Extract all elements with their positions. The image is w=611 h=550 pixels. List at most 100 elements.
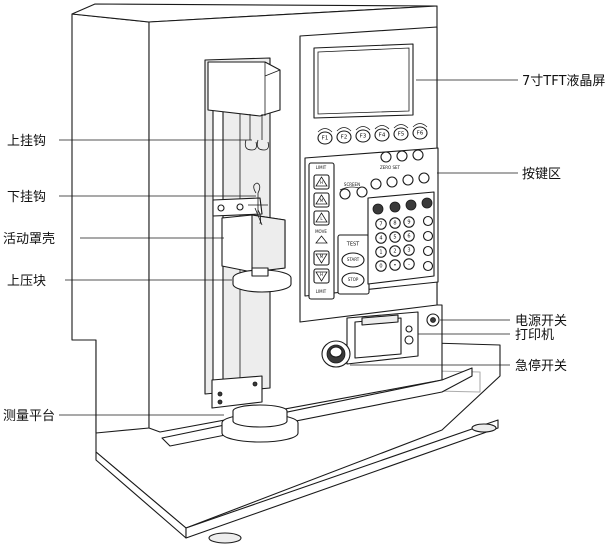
emergency-stop[interactable] [321,340,351,368]
printer [346,311,419,365]
length-key[interactable] [386,176,398,188]
auto-stop-key[interactable] [370,178,382,190]
limit-key-group: H M L M H [313,174,330,284]
upper-load-cell [207,61,281,117]
function-key-label: F4 [379,133,386,139]
function-key-label: F2 [341,135,348,141]
callout-labels: 上挂钩 下挂钩 活动罩壳 上压块 测量平台 7寸TFT液晶屏 按键区 电源开关 … [3,74,605,424]
digit-key-label: 5 [393,235,396,241]
digit-key[interactable]: 6 [403,230,415,242]
label-upper-hook: 上挂钩 [7,134,46,149]
label-emergency-stop: 急停开关 [515,358,567,374]
nav-key-2[interactable] [389,201,401,213]
limit-key-3[interactable]: L [313,210,330,226]
function-key-2[interactable]: F2 [336,127,352,144]
print-key[interactable] [412,149,424,161]
digit-key[interactable]: 1 [375,246,387,258]
digit-key[interactable]: 9 [403,216,415,228]
limit-key-2[interactable]: M [313,192,330,208]
digit-key[interactable]: 0 [375,260,387,272]
limit-key-4[interactable]: M [313,250,330,266]
function-key-label: F3 [360,134,367,140]
zero-set-label: ZERO SET [380,165,401,170]
digit-key-label: 0 [379,264,382,270]
stop-button[interactable] [341,272,365,288]
side-key-2[interactable] [422,230,434,242]
upper-hook [244,114,269,151]
function-key-label: F6 [417,131,424,137]
function-key-label: F5 [398,132,405,138]
screen-prev-key[interactable] [339,188,351,200]
nav-key-4[interactable] [421,197,433,209]
digit-key-label: - [408,262,410,268]
unit-key[interactable] [396,150,408,162]
limit-key-label: H [320,272,323,277]
start-button[interactable] [341,252,365,268]
limit-key-label: M [320,254,324,259]
label-movable-cover: 活动罩壳 [3,232,55,247]
digit-key[interactable]: 7 [375,218,387,230]
limit-key-label: L [320,216,323,221]
digit-key-label: • [394,263,397,269]
limit-bottom-label: LIMIT [316,289,327,294]
side-key-3[interactable] [422,245,434,257]
function-key-label: F1 [322,136,329,142]
digit-key[interactable]: - [403,258,415,270]
limit-key-1[interactable]: H [313,174,330,190]
limit-key-label: H [320,180,323,185]
side-key-1[interactable] [422,215,434,227]
nav-key-3[interactable] [405,199,417,211]
function-key-3[interactable]: F3 [355,126,371,143]
test-panel: TEST START STOP [337,234,370,295]
label-keypad-area: 按键区 [522,167,561,182]
movable-cover [221,207,286,273]
digit-key-label: 8 [393,221,396,227]
base-foot-right [471,423,497,433]
test-title: TEST [346,242,360,248]
digit-key-label: 6 [407,234,410,240]
function-key-row: F1 F2 F3 F4 F5 F6 [317,123,428,145]
digit-key-label: 1 [379,250,382,256]
digit-key-label: 3 [407,248,410,254]
limit-move-panel: LIMIT MOVE LIMIT H M L M H [308,162,335,300]
label-lower-hook: 下挂钩 [7,190,46,205]
digit-key[interactable]: 5 [389,231,401,243]
limit-key-5[interactable]: H [313,268,330,284]
label-power-switch: 电源开关 [515,314,567,329]
digit-key-label: 4 [379,236,382,242]
base-foot-front [208,532,242,544]
digit-key-label: 9 [407,220,410,226]
set-key[interactable] [418,172,430,184]
screen-group-label: SCREEN [344,182,360,187]
lower-bracket [211,375,263,409]
digit-key[interactable]: 3 [403,244,415,256]
digit-key[interactable]: 4 [375,232,387,244]
digit-key[interactable]: 2 [389,245,401,257]
leader-lines [59,79,518,416]
move-label: MOVE [315,229,327,234]
function-key-5[interactable]: F5 [393,124,409,141]
limit-key-label: M [320,198,324,203]
measuring-platform [221,404,299,443]
power-switch[interactable] [426,313,440,327]
mode-key[interactable] [380,151,392,163]
screen-key-group: SCREEN ZERO SET [339,149,430,200]
lower-hook-assembly [212,182,268,217]
digit-key[interactable]: 8 [389,217,401,229]
function-key-4[interactable]: F4 [374,125,390,142]
stop-label: STOP [348,277,359,282]
nav-key-1[interactable] [372,203,384,215]
limit-top-label: LIMIT [316,165,327,170]
function-key-1[interactable]: F1 [317,128,333,145]
screen-next-key[interactable] [356,186,368,198]
start-label: START [347,257,360,262]
label-upper-press-block: 上压块 [7,274,46,289]
digit-key[interactable]: • [389,259,401,271]
digit-key-label: 2 [393,249,396,255]
function-key-6[interactable]: F6 [412,123,428,140]
force-key[interactable] [402,174,414,186]
side-key-4[interactable] [422,260,434,272]
